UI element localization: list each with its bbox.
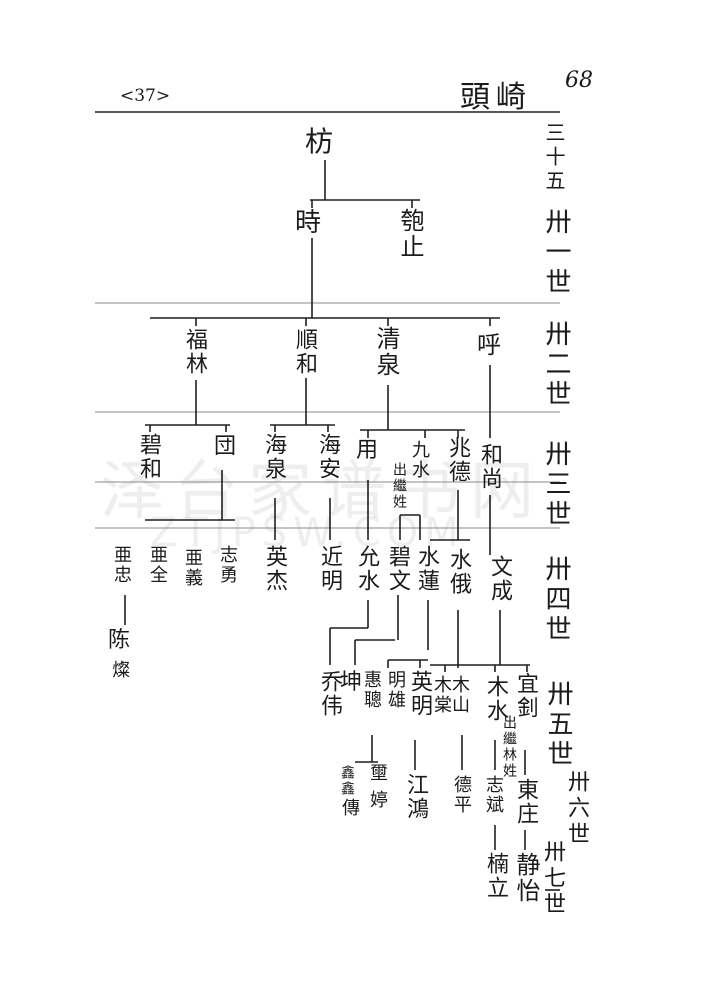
folio-number: 68 (565, 68, 593, 93)
person-name: 坤 (340, 670, 363, 695)
person-name: 水俄 (446, 548, 471, 596)
watermark-url: ZTJPSW.COM (150, 510, 465, 556)
person-name: 団 (214, 434, 237, 459)
person-name: 楠立 (483, 852, 508, 900)
person-name: 碧文 (385, 545, 410, 593)
person-name: 江鴻 (403, 773, 428, 821)
person-name: 東庄 (513, 778, 538, 826)
person-name: 志勇 (217, 545, 238, 585)
person-name: 用 (356, 438, 379, 463)
person-name: 亜忠 (111, 545, 132, 585)
person-name: 英杰 (262, 545, 287, 593)
person-name: 鑫鑫 (339, 765, 355, 797)
adoption-note: 出繼姓 (391, 462, 407, 510)
generation-label: 卅四世 (541, 555, 571, 645)
person-name: 志斌 (483, 775, 504, 815)
person-name: 海泉 (261, 433, 286, 481)
generation-label: 卅二世 (541, 320, 571, 410)
person-name: 亜義 (182, 548, 203, 588)
person-name: 宜釗 (513, 672, 538, 720)
person-name: 文成 (487, 555, 512, 603)
person-name: 呼 (477, 331, 501, 359)
person-name: 近明 (317, 545, 342, 593)
person-name: 德平 (451, 775, 472, 815)
person-name: 水蓮 (414, 545, 439, 593)
person-name: 陈 (108, 628, 131, 653)
person-name: 和尚 (477, 443, 502, 491)
person-name: 壐 (370, 763, 388, 784)
person-name: 清泉 (372, 326, 400, 378)
person-name: 木水 (483, 675, 508, 723)
generation-label: 卅三世 (541, 440, 571, 530)
person-name: 燦 (112, 660, 130, 681)
generation-label: 卅一世 (541, 208, 571, 298)
adoption-note: 出繼林姓 (501, 715, 517, 779)
person-name: 枋 (305, 125, 334, 158)
person-name: 兆德 (445, 436, 470, 484)
person-name: 木棠 (431, 675, 452, 715)
person-name: 海安 (315, 433, 340, 481)
generation-label: 卅六世 (564, 770, 589, 848)
place-name: 頭崎 (460, 80, 532, 115)
person-name: 明雄 (385, 670, 406, 710)
person-name: 時 (295, 208, 322, 238)
person-name: 匏止 (396, 208, 424, 260)
page-number: <37> (120, 86, 171, 106)
person-name: 惠聰 (361, 670, 382, 710)
person-name: 静怡 (512, 852, 540, 904)
generation-label: 卅五世 (543, 680, 573, 770)
person-name: 碧和 (136, 433, 161, 481)
person-name: 英明 (407, 670, 432, 718)
person-name: 允水 (354, 545, 379, 593)
person-name: 婷 (370, 790, 388, 811)
person-name: 乔伟 (317, 670, 342, 718)
person-name: 福林 (182, 328, 207, 376)
person-name: 木山 (449, 675, 470, 715)
generation-label: 三十五 (542, 122, 566, 194)
person-name: 順和 (292, 328, 317, 376)
person-name: 傳 (342, 798, 360, 819)
generation-label: 卅七世 (540, 840, 565, 918)
person-name: 亜全 (147, 545, 168, 585)
person-name: 九水 (409, 440, 430, 480)
watermark-text: 泽台家谱书网 (100, 455, 544, 529)
